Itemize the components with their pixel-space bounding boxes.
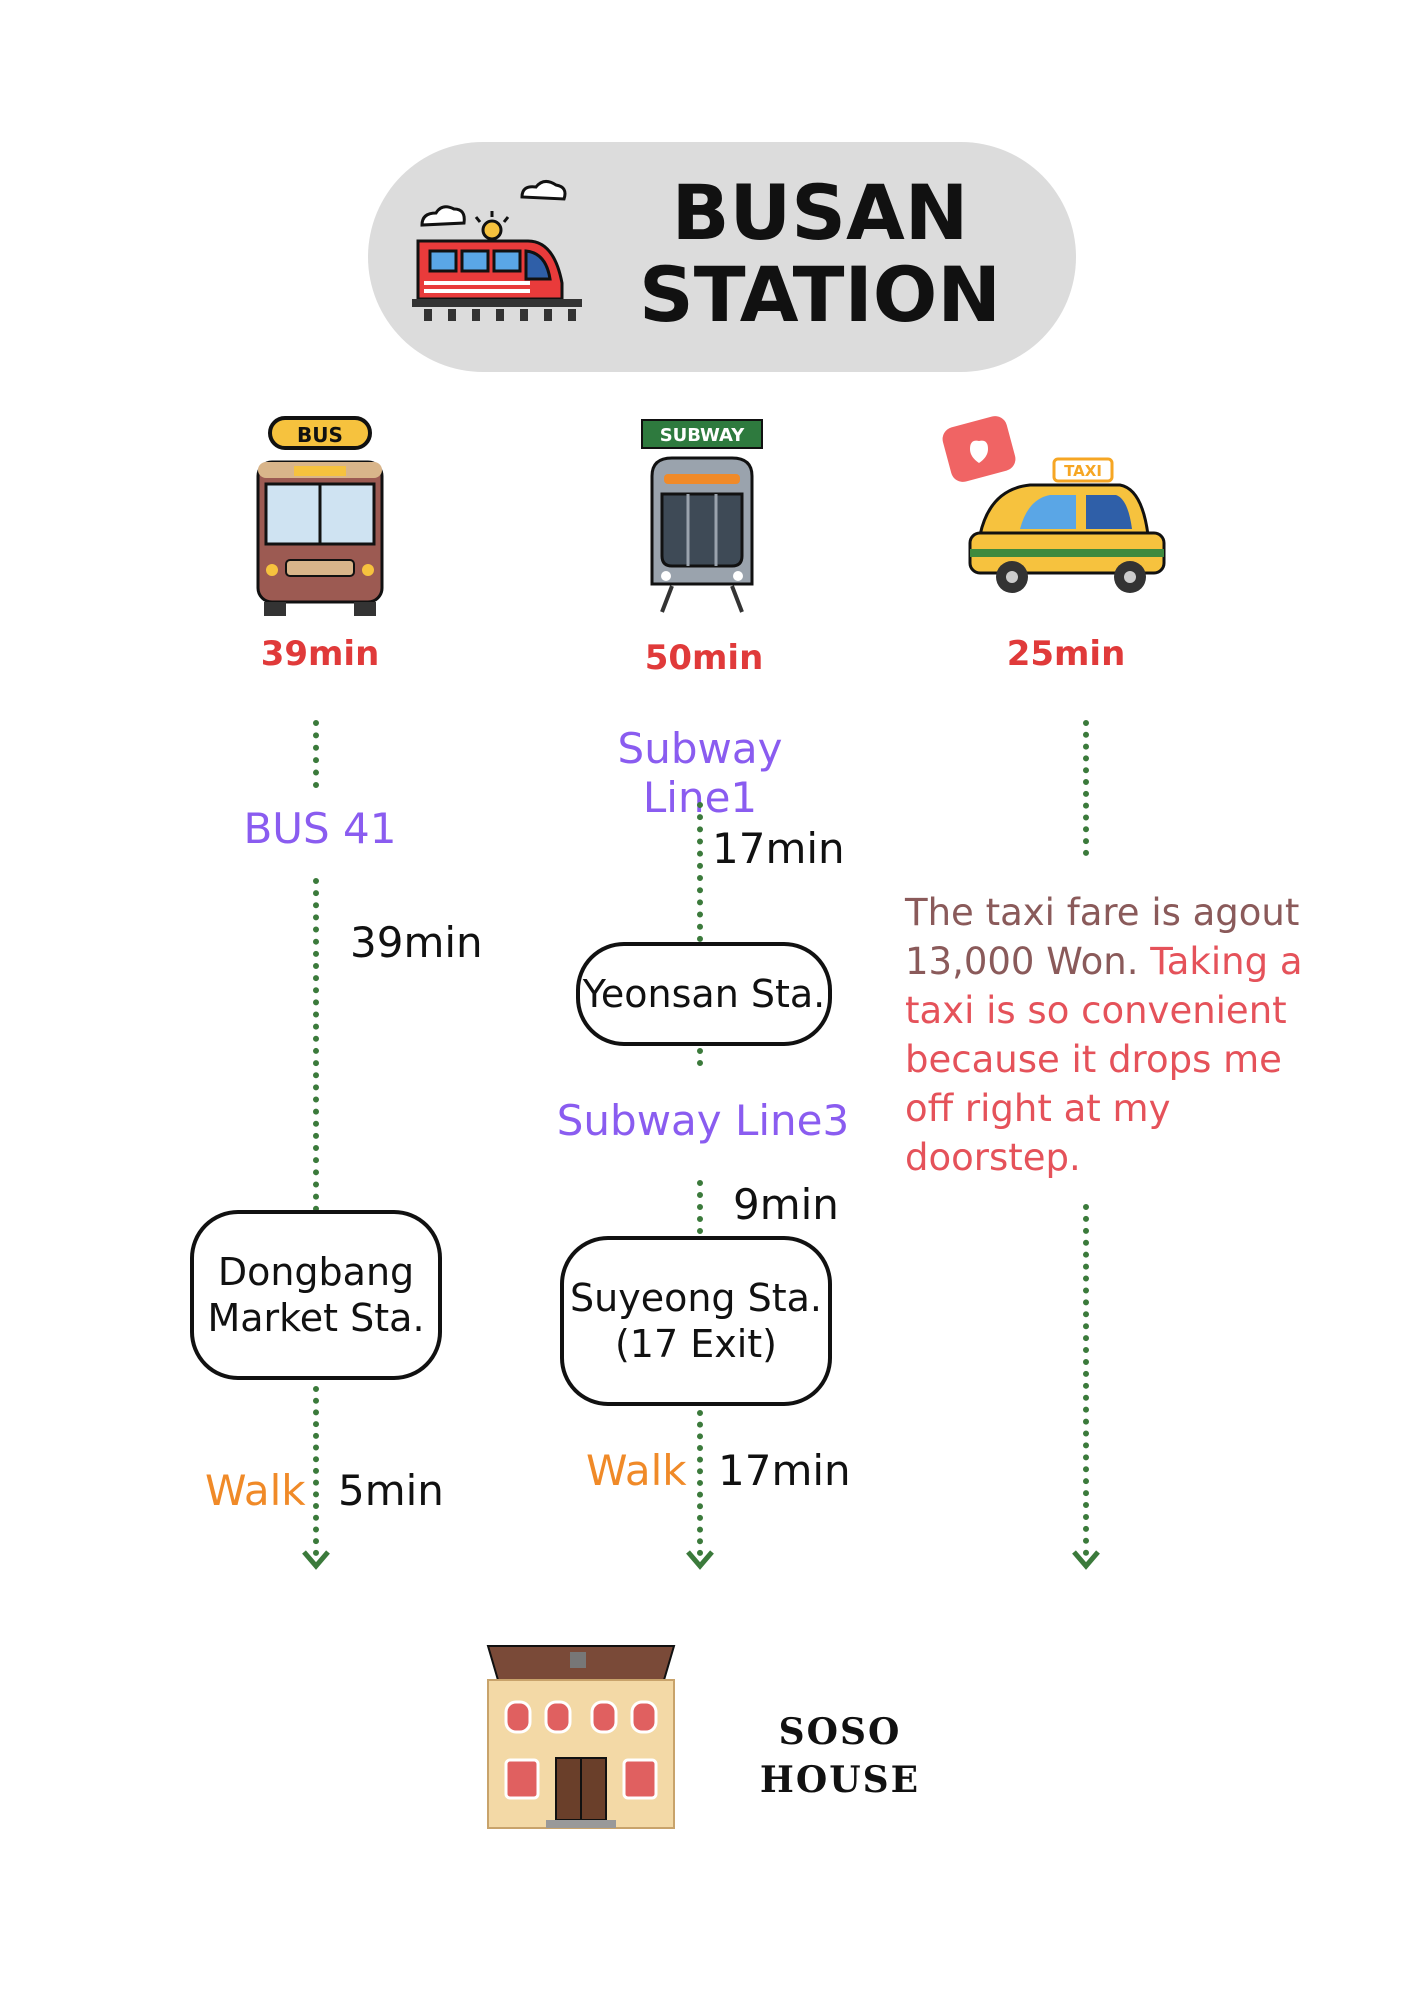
- bus-walk-time: 5min: [338, 1466, 444, 1515]
- taxi-route-line-2: [1083, 1204, 1089, 1556]
- subway-walk-time: 17min: [718, 1446, 851, 1495]
- train-icon: [412, 180, 582, 321]
- destination-line-2: HOUSE: [759, 1759, 921, 1801]
- subway-line1-time: 17min: [712, 824, 845, 873]
- taxi-icon: TAXI: [942, 416, 1166, 593]
- taxi-arrow-icon: [1072, 1550, 1100, 1570]
- taxi-total-time: 25min: [1006, 634, 1126, 674]
- bus-route-line-1: [313, 720, 319, 788]
- subway-line3-label: Subway Line3: [556, 1096, 850, 1145]
- title-line-1: BUSAN: [671, 168, 969, 257]
- taxi-note-convenience: Taking a taxi is so convenient because i…: [905, 940, 1303, 1179]
- page-title: BUSAN STATION: [620, 172, 1020, 336]
- bus-walk-label: Walk: [205, 1466, 306, 1515]
- bus-sign-text: BUS: [297, 423, 343, 447]
- subway-station-box: Suyeong Sta. (17 Exit): [560, 1236, 832, 1406]
- bus-route-label: BUS 41: [243, 804, 397, 853]
- subway-walk-line: [697, 1410, 703, 1556]
- destination-line-1: SOSO: [778, 1711, 902, 1753]
- bus-walk-line: [313, 1386, 319, 1556]
- subway-arrow-icon: [686, 1550, 714, 1570]
- taxi-sign-text: TAXI: [1064, 462, 1102, 480]
- title-line-2: STATION: [639, 250, 1001, 339]
- taxi-route-line-1: [1083, 720, 1089, 856]
- bus-route-time: 39min: [350, 918, 483, 967]
- subway-line3-route: [697, 1180, 703, 1234]
- bus-total-time: 39min: [260, 634, 380, 674]
- bus-station-box: Dongbang Market Sta.: [190, 1210, 442, 1380]
- bus-route-line-2: [313, 878, 319, 1212]
- house-icon: [486, 1645, 676, 1829]
- transfer-station-box: Yeonsan Sta.: [576, 942, 832, 1046]
- subway-walk-label: Walk: [586, 1446, 687, 1495]
- subway-sign-text: SUBWAY: [660, 425, 746, 446]
- transfer-station-label: Yeonsan Sta.: [582, 972, 826, 1016]
- subway-line1-route: [697, 802, 703, 942]
- subway-icon: SUBWAY: [641, 419, 763, 613]
- bus-icon: BUS: [256, 416, 384, 616]
- subway-line3-time: 9min: [733, 1180, 839, 1229]
- bus-station-label: Dongbang Market Sta.: [207, 1250, 425, 1340]
- subway-transfer-link: [697, 1048, 703, 1066]
- subway-station-line-2: (17 Exit): [614, 1322, 778, 1366]
- bus-arrow-icon: [302, 1550, 330, 1570]
- subway-total-time: 50min: [644, 638, 764, 678]
- taxi-note-fare: The taxi fare is agout 13,000 Won.: [905, 891, 1300, 983]
- taxi-note: The taxi fare is agout 13,000 Won. Takin…: [905, 888, 1325, 1182]
- subway-station-line-1: Suyeong Sta.: [570, 1276, 822, 1320]
- destination-label: SOSO HOUSE: [740, 1708, 940, 1804]
